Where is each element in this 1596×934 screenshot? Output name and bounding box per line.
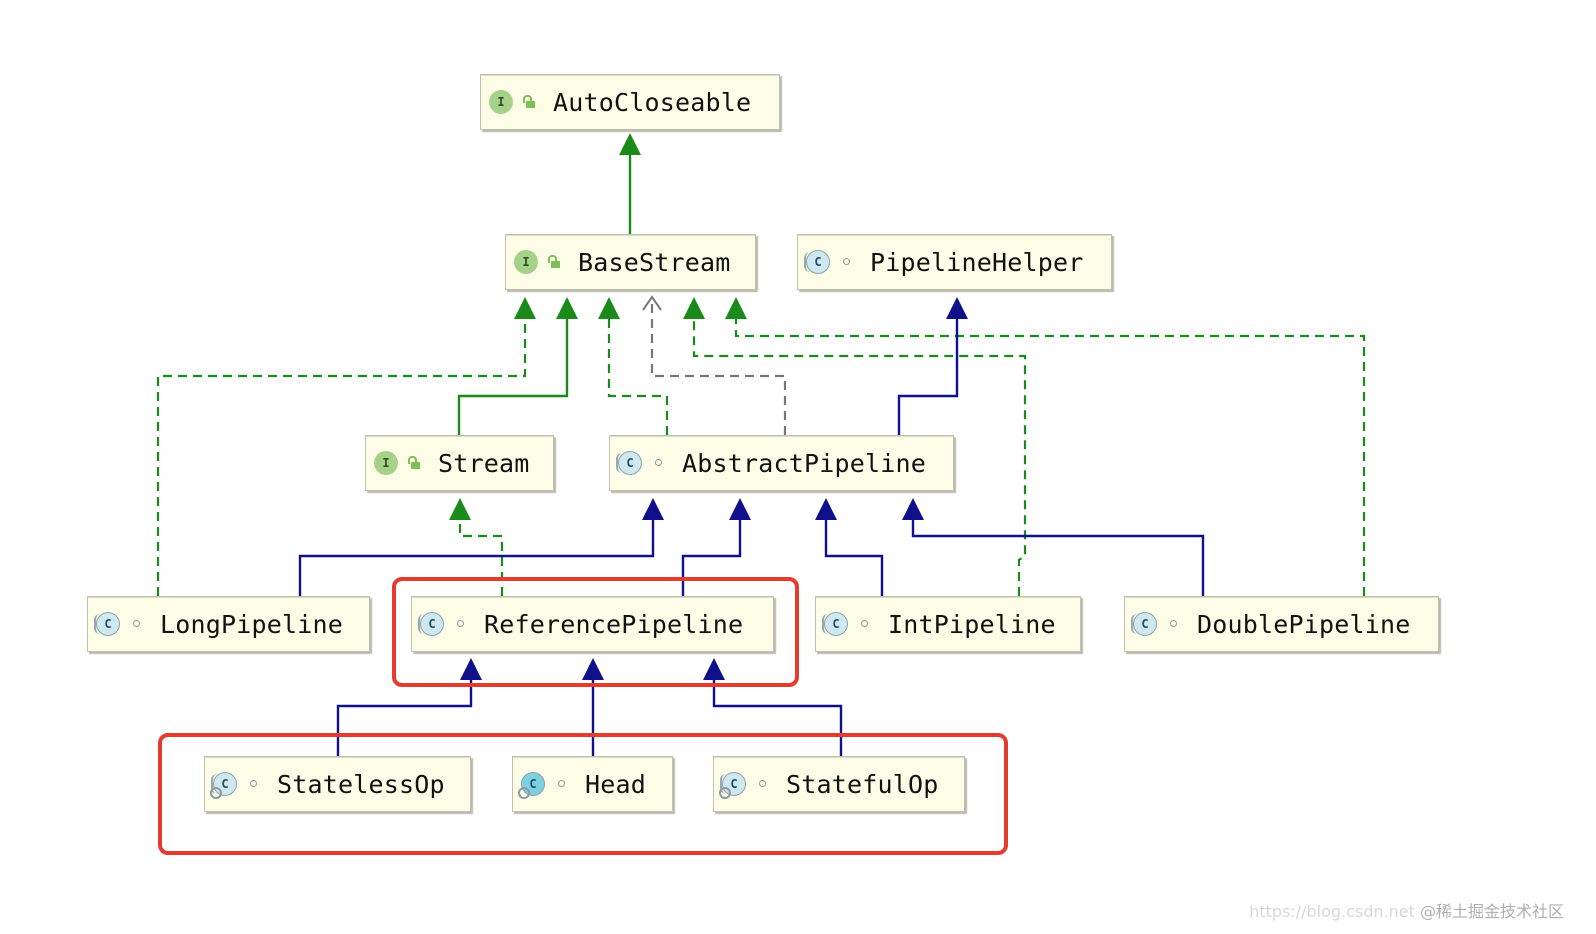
abstract-class-icon: C	[94, 612, 120, 636]
package-private-icon	[858, 617, 872, 631]
abstract-class-icon: C	[616, 451, 642, 475]
package-private-icon	[840, 255, 854, 269]
kind-letter: I	[382, 456, 390, 470]
arrowhead-basestream-1	[514, 297, 536, 319]
arrowhead-basestream-5	[725, 297, 747, 319]
kind-letter: C	[529, 777, 537, 791]
class-node-int-pipeline[interactable]: C IntPipeline	[815, 596, 1081, 652]
arrowhead-abstractpipeline-1	[642, 498, 664, 520]
edge-intpipeline-abstractpipeline	[824, 519, 884, 596]
kind-letter: C	[428, 617, 436, 631]
public-lock-icon	[548, 255, 562, 269]
edge-longpipeline-abstractpipeline	[298, 519, 655, 596]
edge-intpipeline-basestream	[692, 318, 1027, 596]
static-badge-icon	[210, 787, 222, 799]
abstract-class-icon: C	[719, 772, 746, 799]
public-lock-icon	[408, 456, 422, 470]
class-icon: C	[518, 772, 545, 799]
class-node-base-stream[interactable]: I BaseStream	[505, 234, 756, 290]
arrowhead-referencepipeline-3	[703, 658, 725, 680]
interface-icon: I	[374, 451, 398, 475]
edge-abstractpipeline-pipelinehelper	[897, 318, 959, 435]
arrowhead-referencepipeline-1	[460, 658, 482, 680]
class-name: IntPipeline	[888, 609, 1056, 639]
kind-letter: C	[814, 255, 822, 269]
class-node-reference-pipeline[interactable]: C ReferencePipeline	[411, 596, 774, 652]
abstract-class-icon: C	[418, 612, 444, 636]
edge-referencepipeline-abstractpipeline	[681, 519, 742, 596]
class-name: AutoCloseable	[553, 87, 752, 117]
package-private-icon	[756, 777, 770, 791]
interface-icon: I	[489, 90, 513, 114]
kind-letter: C	[730, 777, 738, 791]
class-name: LongPipeline	[160, 609, 344, 639]
abstract-class-icon: C	[822, 612, 848, 636]
class-name: PipelineHelper	[870, 247, 1084, 277]
class-name: ReferencePipeline	[484, 609, 744, 639]
abstract-class-icon: C	[210, 772, 237, 799]
class-node-head[interactable]: C Head	[512, 756, 673, 812]
class-name: Stream	[438, 448, 530, 478]
edge-abstractpipeline-basestream-dependency	[650, 300, 787, 435]
package-private-icon	[247, 777, 261, 791]
edge-statelessop-referencepipeline	[336, 679, 473, 756]
edge-referencepipeline-stream	[458, 519, 504, 596]
arrowhead-basestream-2	[556, 297, 578, 319]
package-private-icon	[130, 617, 144, 631]
watermark-url: https://blog.csdn.net	[1249, 902, 1415, 921]
class-name: Head	[585, 769, 647, 799]
class-name: StatelessOp	[277, 769, 445, 799]
package-private-icon	[555, 777, 569, 791]
kind-letter: I	[522, 255, 530, 269]
abstract-class-icon: C	[1131, 612, 1157, 636]
abstract-class-icon: C	[804, 250, 830, 274]
highlight-subclasses	[158, 733, 1008, 855]
class-name: AbstractPipeline	[682, 448, 927, 478]
arrowhead-autocloseable	[619, 133, 641, 155]
class-name: BaseStream	[578, 247, 731, 277]
class-node-stream[interactable]: I Stream	[365, 435, 554, 491]
edge-doublepipeline-basestream	[734, 318, 1366, 596]
interface-icon: I	[514, 250, 538, 274]
arrowhead-basestream-4	[683, 297, 705, 319]
edge-stream-basestream	[457, 318, 569, 435]
kind-letter: C	[1141, 617, 1149, 631]
arrowhead-referencepipeline-2	[582, 658, 604, 680]
package-private-icon	[652, 456, 666, 470]
edge-abstractpipeline-basestream	[607, 318, 669, 435]
arrowhead-abstractpipeline-4	[902, 498, 924, 520]
arrowhead-dependency	[642, 295, 662, 311]
arrowhead-pipelinehelper	[946, 297, 968, 319]
class-node-long-pipeline[interactable]: C LongPipeline	[87, 596, 370, 652]
package-private-icon	[454, 617, 468, 631]
kind-letter: C	[221, 777, 229, 791]
class-node-abstract-pipeline[interactable]: C AbstractPipeline	[609, 435, 954, 491]
class-node-pipeline-helper[interactable]: C PipelineHelper	[797, 234, 1112, 290]
kind-letter: C	[832, 617, 840, 631]
class-name: DoublePipeline	[1197, 609, 1411, 639]
static-badge-icon	[719, 787, 731, 799]
arrowhead-basestream-3	[598, 297, 620, 319]
class-node-stateful-op[interactable]: C StatefulOp	[713, 756, 965, 812]
class-node-stateless-op[interactable]: C StatelessOp	[204, 756, 471, 812]
kind-letter: I	[497, 95, 505, 109]
class-node-double-pipeline[interactable]: C DoublePipeline	[1124, 596, 1439, 652]
edge-statefulop-referencepipeline	[712, 679, 843, 756]
kind-letter: C	[626, 456, 634, 470]
edge-longpipeline-basestream	[156, 318, 527, 596]
public-lock-icon	[523, 95, 537, 109]
watermark-text: @稀土掘金技术社区	[1419, 902, 1564, 921]
highlight-reference-pipeline	[392, 577, 799, 687]
arrowhead-abstractpipeline-3	[815, 498, 837, 520]
kind-letter: C	[104, 617, 112, 631]
arrowhead-abstractpipeline-2	[729, 498, 751, 520]
static-badge-icon	[518, 787, 530, 799]
class-node-auto-closeable[interactable]: I AutoCloseable	[480, 74, 780, 130]
arrowhead-stream	[449, 498, 471, 520]
watermark: https://blog.csdn.net @稀土掘金技术社区	[1249, 898, 1564, 922]
package-private-icon	[1167, 617, 1181, 631]
class-name: StatefulOp	[786, 769, 939, 799]
edge-doublepipeline-abstractpipeline	[911, 519, 1205, 596]
